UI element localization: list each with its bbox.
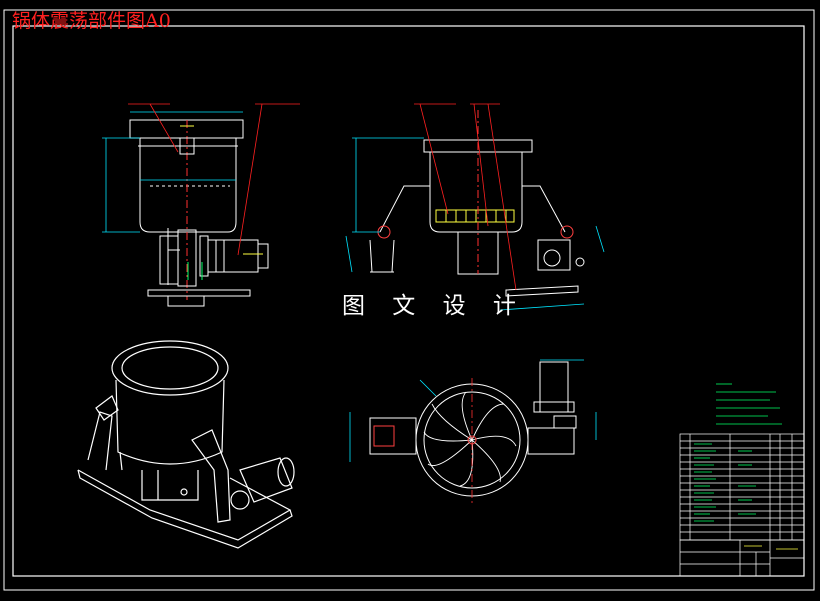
front-view-dimensions (102, 111, 243, 233)
side-view-leaders (414, 103, 517, 291)
parts-list-table (679, 433, 805, 541)
front-view-leaders (128, 103, 300, 256)
technical-notes (716, 383, 782, 425)
title-block-marks (744, 545, 798, 550)
isometric-view (77, 340, 295, 549)
top-view-dimensions (349, 359, 597, 462)
watermark-text: 图 文 设 计 (342, 293, 526, 319)
side-view-dimensions (345, 137, 605, 311)
drawing-frame (3, 9, 815, 591)
parts-list-entries (694, 443, 756, 522)
front-view (129, 119, 269, 307)
parts-list-rows (680, 440, 804, 533)
title-block (679, 539, 805, 577)
drawing-title: 锅体震荡部件图A0 (12, 10, 171, 32)
side-view (369, 110, 585, 297)
top-view (369, 361, 577, 497)
